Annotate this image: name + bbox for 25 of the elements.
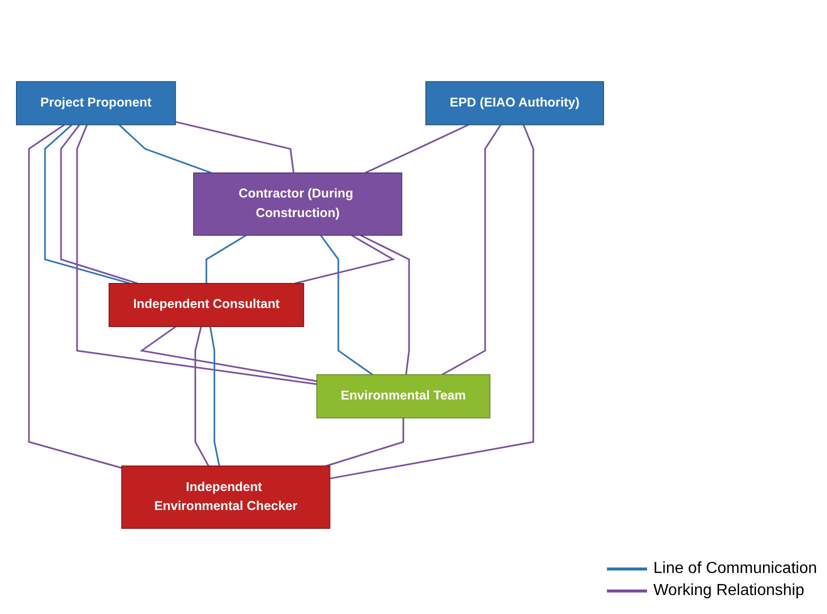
node-box: EPD (EIAO Authority) (425, 81, 604, 126)
connector (330, 124, 534, 480)
legend-text: Line of Communication (653, 560, 817, 578)
connector (320, 234, 374, 376)
connector (364, 124, 469, 174)
connector (206, 234, 246, 284)
node-box: Contractor (During Construction) (193, 172, 402, 236)
connector (209, 326, 220, 466)
legend-text: Working Relationship (653, 582, 804, 600)
connector (294, 234, 396, 284)
node-box: Environmental Team (316, 374, 490, 418)
connector (44, 124, 130, 284)
connector (175, 121, 294, 173)
connector (60, 124, 138, 284)
connector (326, 418, 404, 467)
connector (360, 234, 410, 375)
connector (118, 124, 212, 174)
connector (28, 124, 122, 469)
connector (194, 326, 210, 466)
connector (140, 326, 317, 382)
node-box: Project Proponent (16, 81, 176, 126)
node-box: Independent Consultant (108, 282, 304, 328)
connector (76, 124, 317, 385)
connector (442, 124, 502, 376)
node-box: Independent Environmental Checker (121, 466, 330, 529)
